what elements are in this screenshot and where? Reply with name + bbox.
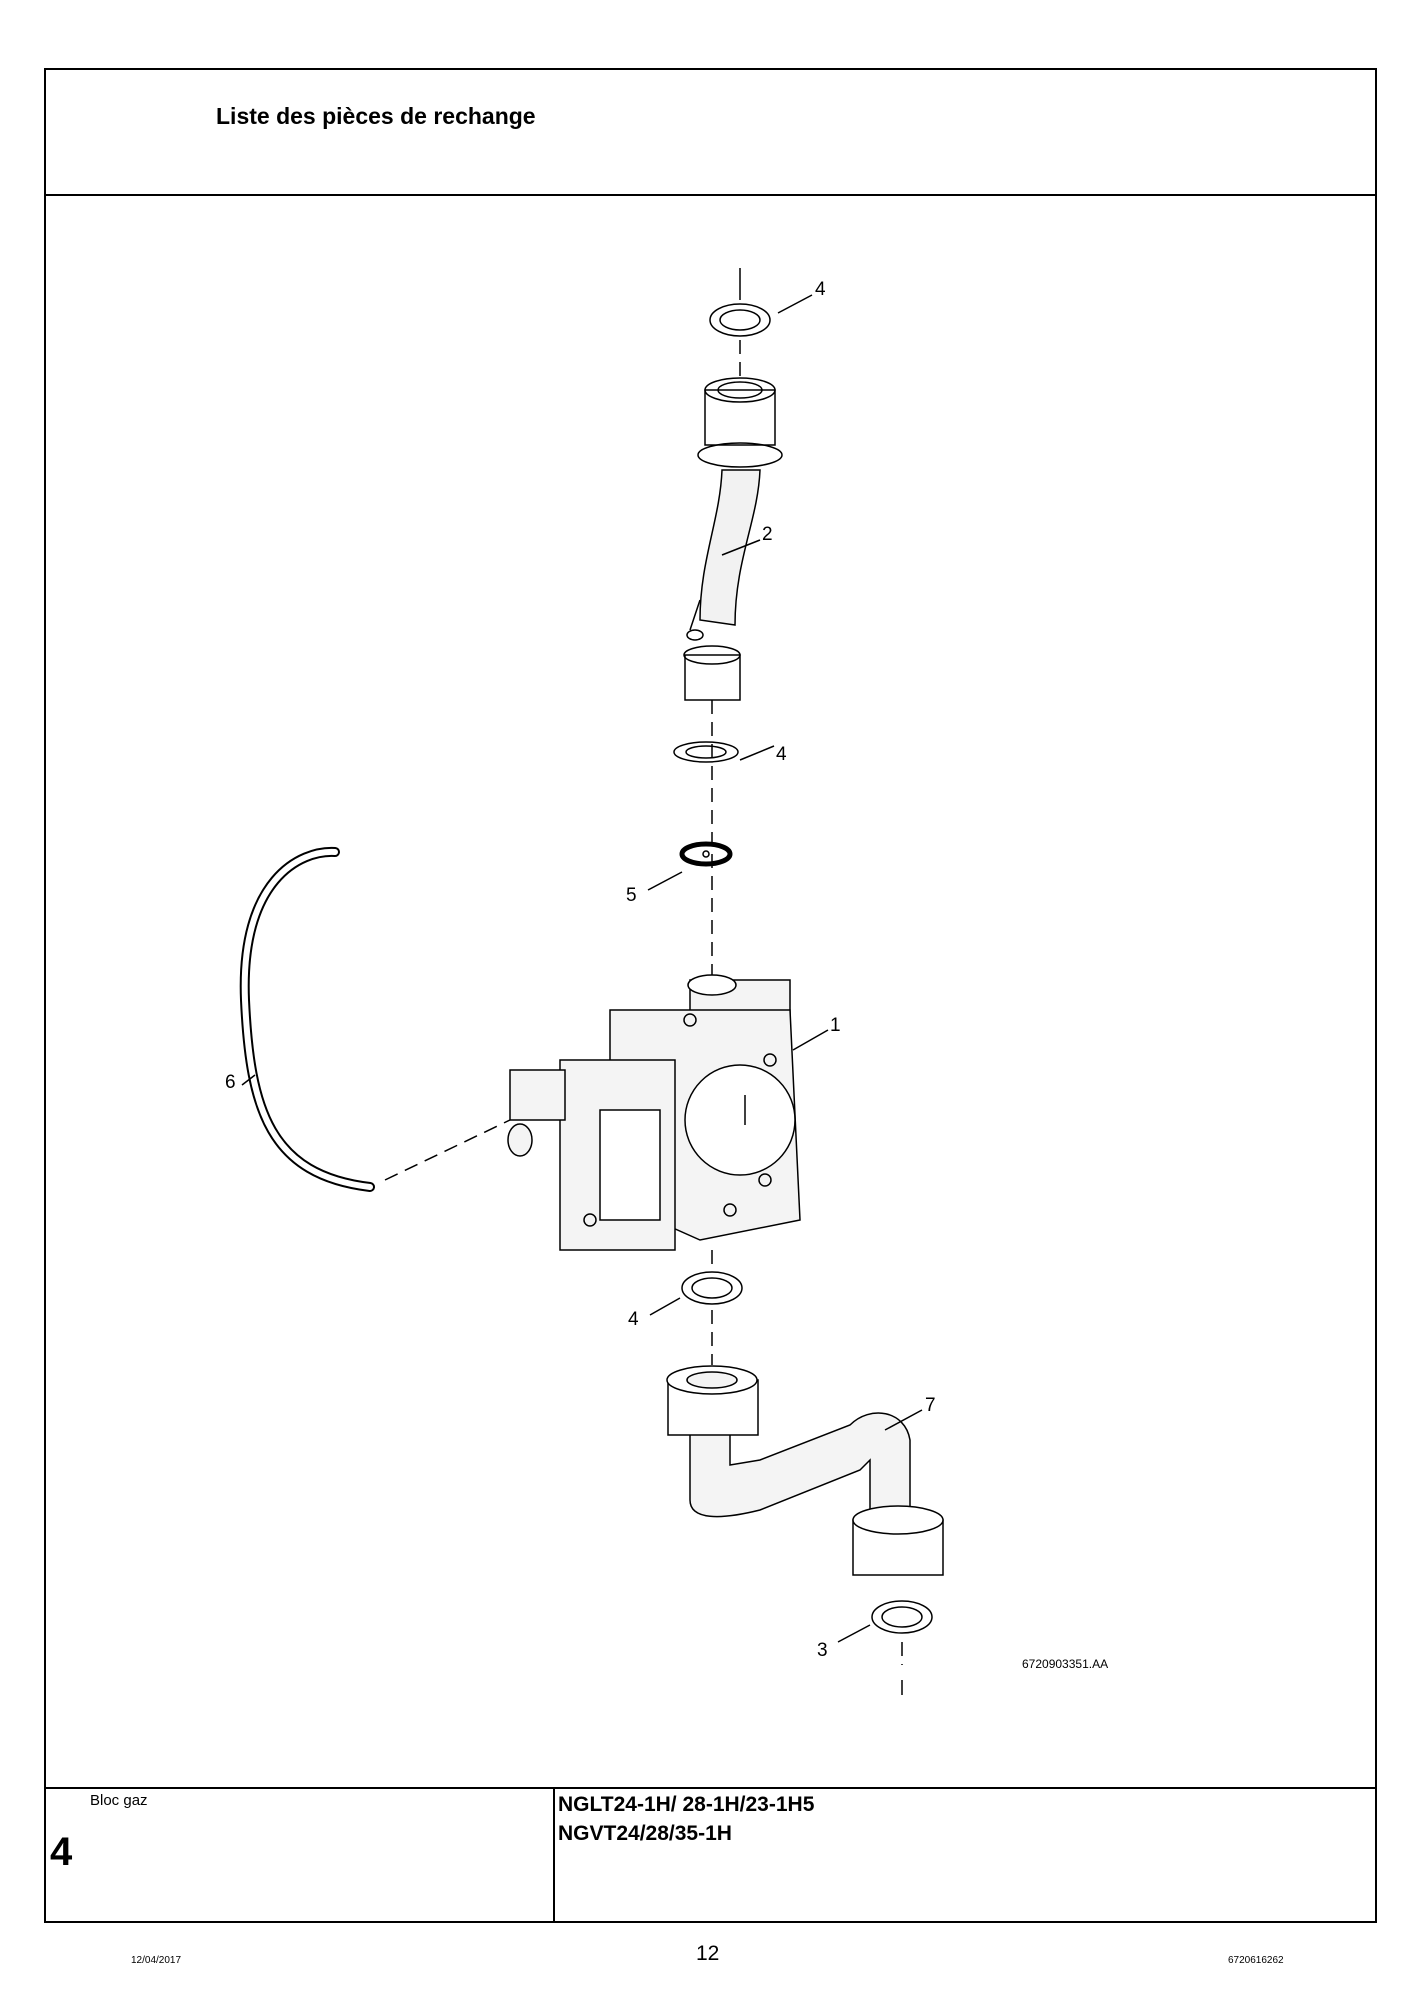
- callout-5: 5: [626, 885, 637, 906]
- callout-2: 2: [762, 524, 773, 545]
- footer-column-divider: [553, 1788, 555, 1921]
- page-title: Liste des pièces de rechange: [216, 103, 536, 129]
- section-name: Bloc gaz: [90, 1792, 148, 1809]
- page-frame: [44, 68, 1377, 1923]
- figure-reference: 6720903351.AA: [1022, 1657, 1108, 1671]
- callout-4-top: 4: [815, 279, 826, 300]
- washer-4-top: [709, 303, 771, 337]
- page-number: 12: [696, 1942, 720, 1965]
- washer-4-mid: [673, 741, 739, 763]
- callout-4-bottom: 4: [628, 1309, 639, 1330]
- model-line-2: NGVT24/28/35-1H: [558, 1822, 732, 1845]
- washer-3: [871, 1600, 933, 1634]
- document-number: 6720616262: [1228, 1955, 1284, 1966]
- header-divider: [44, 194, 1377, 196]
- callout-6: 6: [225, 1072, 236, 1093]
- washer-4-bottom: [681, 1271, 743, 1305]
- callout-7: 7: [925, 1395, 936, 1416]
- section-number: 4: [50, 1830, 73, 1874]
- model-line-1: NGLT24-1H/ 28-1H/23-1H5: [558, 1793, 815, 1816]
- pipe-7: [666, 1365, 944, 1576]
- footer-divider: [44, 1787, 1377, 1789]
- gas-valve-1: [507, 974, 801, 1251]
- filter-5: [679, 841, 733, 867]
- callout-4-mid: 4: [776, 744, 787, 765]
- pipe-2: [683, 377, 783, 701]
- callout-3: 3: [817, 1640, 828, 1661]
- callout-1: 1: [830, 1015, 841, 1036]
- page-date: 12/04/2017: [131, 1955, 182, 1966]
